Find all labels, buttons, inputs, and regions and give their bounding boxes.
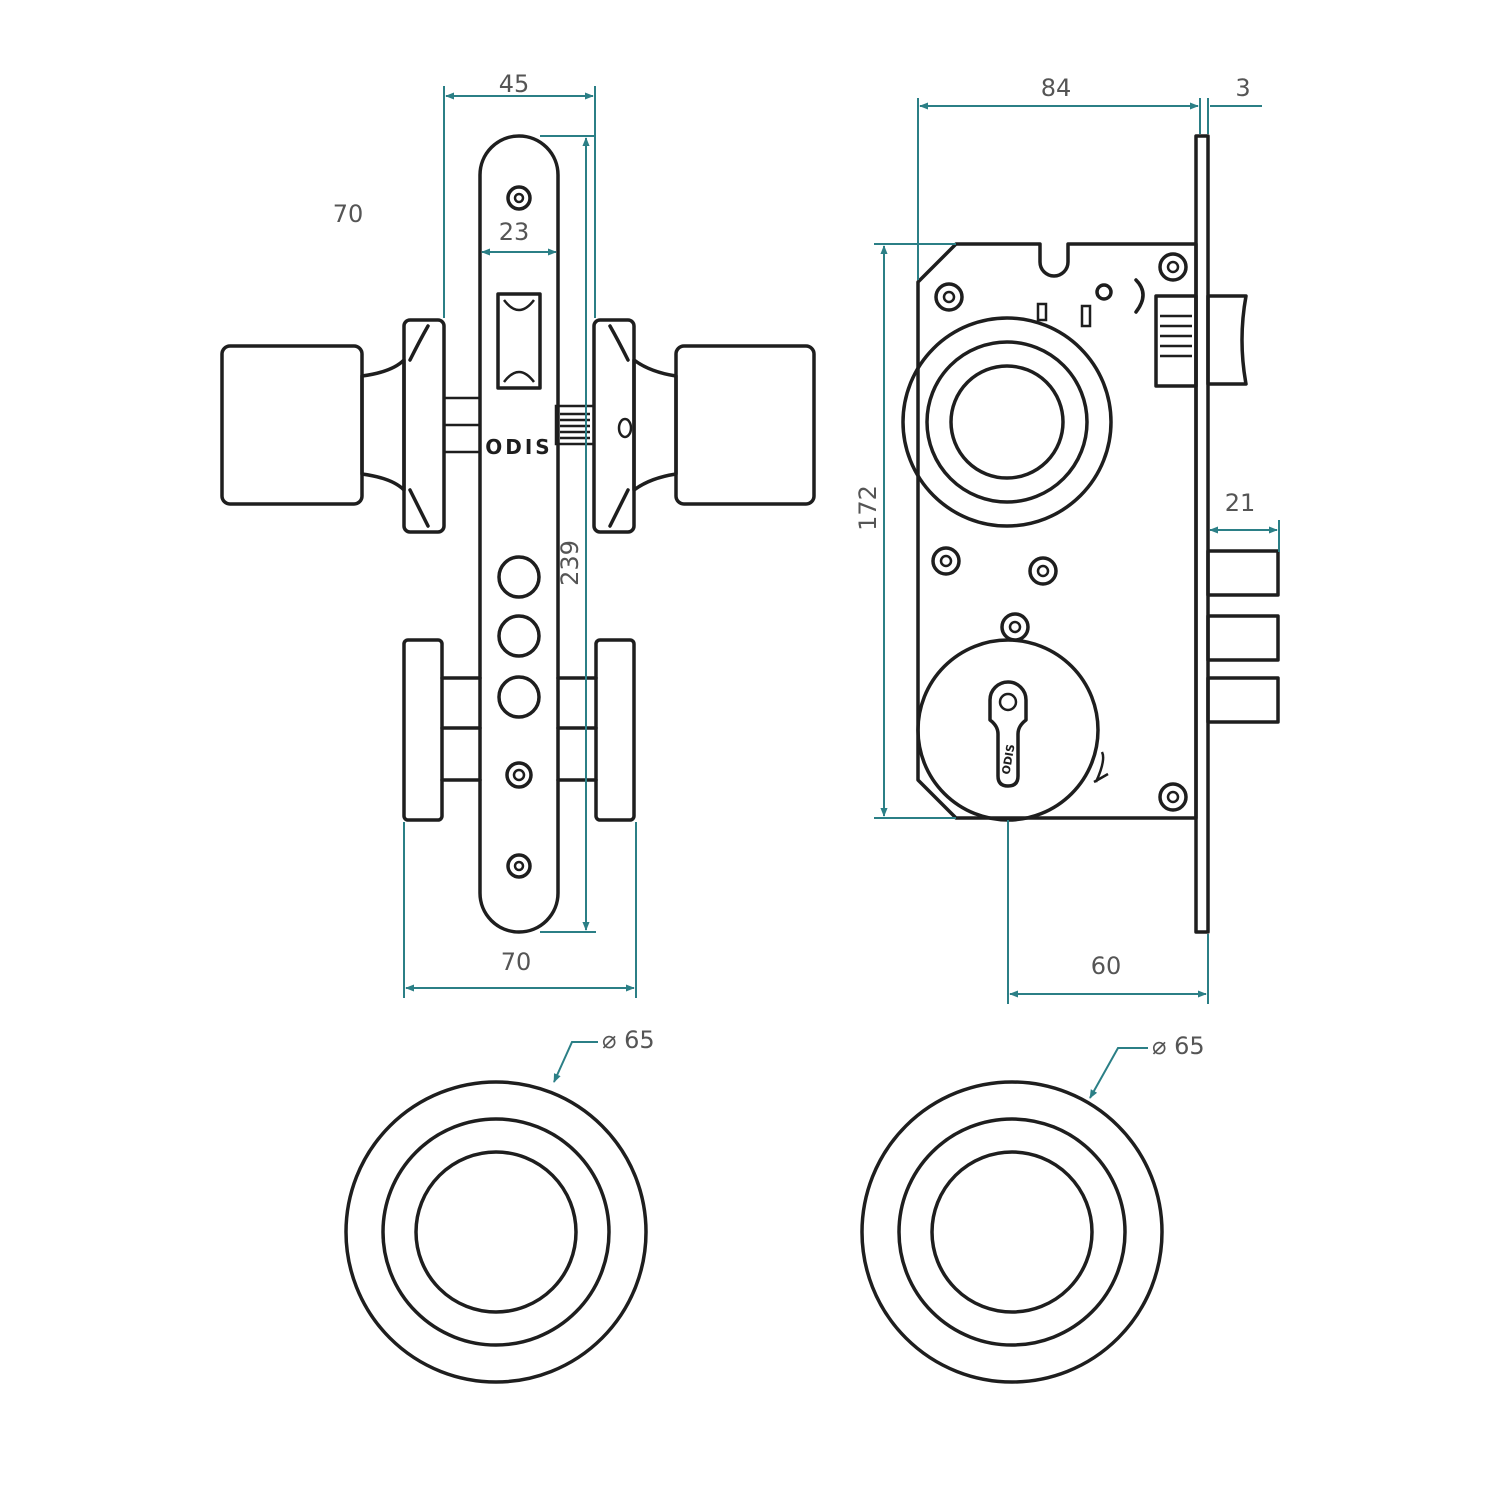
dim-backset: 60 bbox=[1091, 952, 1122, 980]
latch bbox=[1154, 294, 1248, 388]
dim-bolt-throw: 21 bbox=[1225, 489, 1256, 517]
dim-case-height: 172 bbox=[854, 485, 882, 531]
faceplate: ODIS bbox=[478, 134, 560, 934]
side-view: ODIS 84 3 bbox=[854, 74, 1280, 1004]
right-lower-rose bbox=[556, 638, 636, 822]
case-screws bbox=[931, 252, 1188, 812]
side-faceplate bbox=[1194, 134, 1210, 934]
left-knob bbox=[220, 318, 482, 534]
cylinder-rose: ODIS bbox=[916, 638, 1100, 822]
left-lower-rose bbox=[402, 638, 482, 822]
knob-hub bbox=[901, 316, 1113, 528]
right-rose-top-view: ⌀ 65 bbox=[860, 1032, 1205, 1384]
brand-label: ODIS bbox=[485, 435, 552, 459]
dim-case-depth: 84 bbox=[1041, 74, 1072, 102]
dim-faceplate-height: 239 bbox=[556, 540, 584, 586]
lock-case bbox=[916, 242, 1198, 820]
dim-spindle-offset: 23 bbox=[499, 218, 530, 246]
dim-faceplate-width: 45 bbox=[499, 70, 530, 98]
front-view: ODIS 45 70 23 239 70 bbox=[220, 70, 816, 998]
dim-rose-diameter-left: ⌀ 65 bbox=[602, 1026, 655, 1054]
left-rose-top-view: ⌀ 65 bbox=[344, 1026, 655, 1384]
key-mark: ODIS bbox=[1000, 743, 1018, 775]
side-dimensions: 84 3 172 21 60 bbox=[854, 74, 1280, 1004]
dim-faceplate-thickness: 3 bbox=[1235, 74, 1250, 102]
dim-knob-depth: 70 bbox=[333, 200, 364, 228]
deadbolts bbox=[1206, 549, 1280, 724]
dim-rose-diameter-right: ⌀ 65 bbox=[1152, 1032, 1205, 1060]
front-dimensions: 45 70 23 239 70 bbox=[333, 70, 637, 998]
case-details bbox=[1036, 278, 1145, 784]
right-knob bbox=[554, 318, 816, 534]
dim-rose-span: 70 bbox=[501, 948, 532, 976]
